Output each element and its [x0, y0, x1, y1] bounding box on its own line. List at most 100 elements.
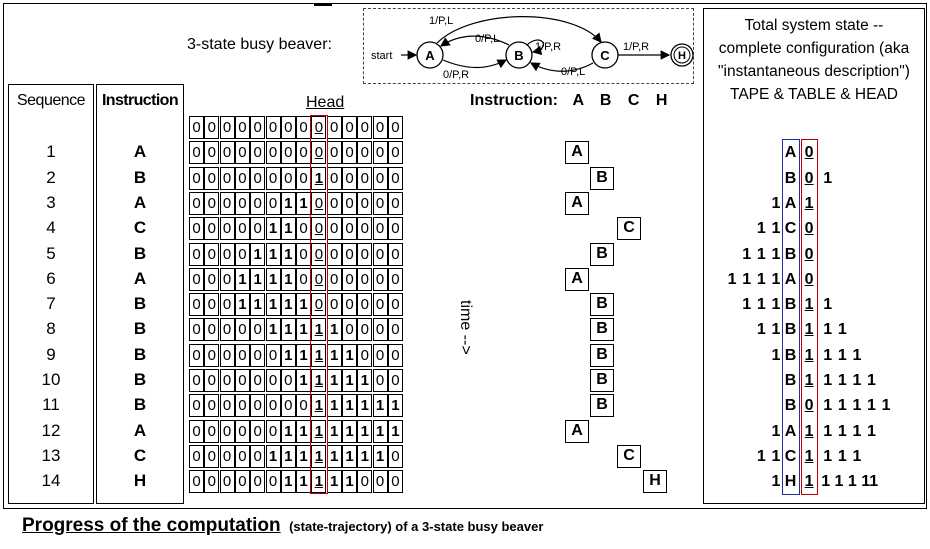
tape-row-cell: 0	[372, 369, 388, 392]
tape-row-cell: 0	[372, 267, 388, 291]
instruction-letter: A	[133, 142, 147, 162]
state-box-h: H	[643, 470, 667, 494]
instruction-letter: B	[133, 319, 147, 339]
tape-row-cell: 1	[280, 242, 296, 266]
id-head-symbol: 1	[804, 372, 814, 389]
tape-row-cell: 0	[265, 191, 281, 215]
tape-row-cell: 0	[189, 419, 204, 443]
id-right-symbol: 1	[837, 321, 847, 339]
edge-b-b	[526, 39, 545, 56]
id-head-symbol: 0	[804, 270, 814, 288]
tape-row-cell: 0	[342, 293, 357, 317]
sequence-number: 5	[46, 243, 56, 263]
edge-label-b-b: 1/P,R	[535, 41, 561, 53]
tape-row-cell: 0	[326, 141, 342, 165]
id-state: B	[784, 321, 797, 339]
head-header: Head	[306, 94, 345, 111]
id-state: B	[784, 245, 797, 263]
tape-row-cell: 1	[342, 470, 357, 494]
initial-tape-cell: 0	[250, 116, 266, 139]
state-diagram-box	[363, 8, 694, 84]
id-head-symbol: 1	[804, 447, 814, 465]
tape-row-cell: 0	[280, 369, 296, 392]
tape-row-cell: 0	[387, 444, 403, 468]
id-right-symbol: 1	[823, 346, 833, 364]
tape-row-cell: 1	[265, 217, 281, 241]
instruction-header: Instruction	[101, 92, 179, 109]
tape-row-cell: 0	[387, 293, 403, 317]
tape-row-cell: 0	[357, 293, 373, 317]
tape-row-cell: 0	[234, 419, 250, 443]
state-box-b: B	[590, 394, 614, 418]
tape-row-cell: 0	[189, 369, 204, 392]
id-left-symbol: 1	[756, 296, 766, 314]
tape-row-cell: 1	[234, 293, 250, 317]
total-state-line-4: TAPE & TABLE & HEAD	[730, 86, 898, 103]
svg-text:B: B	[514, 48, 523, 63]
tape-row-cell: 0	[189, 217, 204, 241]
tape-row-cell: 0	[234, 166, 250, 190]
id-left-symbol: 1	[771, 245, 781, 263]
tape-row-cell: 0	[189, 470, 204, 494]
id-head-symbol: 1	[804, 296, 814, 314]
id-state: B	[784, 397, 797, 415]
time-label: time -->	[457, 300, 474, 355]
top-tick	[314, 3, 332, 6]
tape-row-cell: 0	[372, 293, 388, 317]
tape-row-cell: 0	[357, 217, 373, 241]
sequence-number: 11	[42, 395, 60, 415]
tape-row-cell: 0	[265, 369, 281, 392]
edge-c-b	[529, 62, 594, 72]
id-right-symbols: 1 1 1 11	[821, 473, 879, 491]
tape-row-cell: 0	[219, 293, 235, 317]
tape-row-cell: 0	[387, 242, 403, 266]
id-state: H	[784, 473, 797, 491]
instruction-column-frame	[96, 84, 184, 504]
state-letter-a: A	[572, 92, 584, 109]
sequence-number: 4	[46, 218, 56, 238]
tape-row-cell: 1	[311, 470, 327, 494]
instruction-letter: C	[133, 445, 147, 465]
id-state: B	[784, 169, 797, 187]
tape-row-cell: 1	[342, 394, 357, 418]
tape-row-cell: 0	[342, 166, 357, 190]
id-left-symbol: 1	[771, 422, 781, 440]
id-left-symbol: 1	[742, 245, 752, 263]
tape-row-cell: 0	[219, 369, 235, 392]
id-head-symbol: 1	[804, 473, 814, 491]
tape-row-cell: 0	[204, 343, 220, 367]
instruction-letter: B	[133, 344, 147, 364]
id-right-symbol: 1	[823, 447, 833, 465]
id-left-symbol: 1	[742, 270, 752, 288]
id-right-symbol: 1	[823, 169, 833, 187]
instruction-letter: B	[133, 167, 147, 187]
id-right-symbol: 1	[823, 422, 833, 440]
main-frame	[3, 3, 927, 509]
id-head-symbol: 0	[804, 144, 814, 162]
state-box-a: A	[565, 419, 589, 443]
tape-row-cell: 0	[387, 470, 403, 494]
tape-row-cell: 0	[265, 394, 281, 418]
id-right-symbol: 1	[867, 397, 876, 415]
tape-row-cell: 0	[204, 369, 220, 392]
tape-row-cell: 0	[219, 419, 235, 443]
tape-row-cell: 1	[280, 318, 296, 342]
tape-row-cell: 0	[234, 470, 250, 494]
id-left-symbol: 1	[771, 473, 781, 491]
id-right-symbol: 1	[881, 397, 891, 415]
tape-row-cell: 0	[387, 318, 403, 342]
tape-row-cell: 0	[387, 166, 403, 190]
tape-row-cell: 0	[189, 318, 204, 342]
caption: Progress of the computation (state-traje…	[22, 515, 543, 537]
tape-row-cell: 0	[357, 318, 373, 342]
tape-row-cell: 0	[234, 141, 250, 165]
tape-row-cell: 1	[342, 444, 357, 468]
tape-row-cell: 0	[265, 343, 281, 367]
total-state-line-2: complete configuration (aka	[718, 40, 910, 57]
tape-row-cell: 0	[219, 394, 235, 418]
tape-row-cell: 1	[280, 217, 296, 241]
tape-row-cell: 1	[357, 444, 373, 468]
tape-row-cell: 1	[296, 293, 312, 317]
tape-row-cell: 1	[265, 242, 281, 266]
total-state-line-3: "instantaneous description")	[718, 63, 910, 80]
